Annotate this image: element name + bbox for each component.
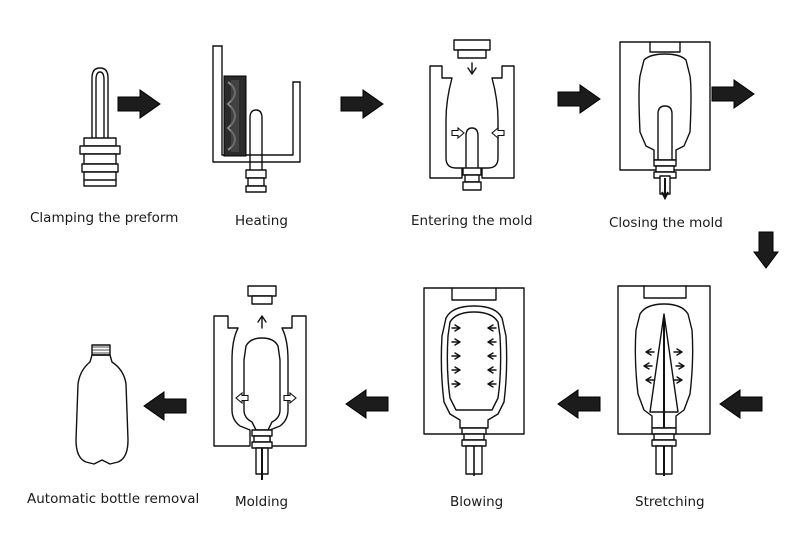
arrow-right-icon [711, 79, 755, 109]
step-label-clamping: Clamping the preform [30, 210, 179, 226]
step-bottle-removal-illustration [75, 344, 129, 465]
arrow-left-icon [345, 389, 389, 419]
step-label-molding: Molding [235, 494, 289, 510]
arrow-left-icon [143, 391, 187, 421]
arrow-right-icon [557, 84, 601, 114]
arrow-left-icon [719, 389, 763, 419]
step-label-bottle-removal: Automatic bottle removal [27, 491, 200, 507]
arrow-left-icon [557, 389, 601, 419]
step-label-stretching: Stretching [635, 494, 705, 510]
step-closing-mold-illustration [619, 41, 711, 201]
step-label-blowing: Blowing [450, 494, 504, 510]
arrow-down-icon [753, 231, 779, 269]
step-label-heating: Heating [235, 213, 288, 229]
step-molding-illustration [213, 285, 307, 480]
arrow-right-icon [340, 89, 384, 119]
step-entering-mold-illustration [429, 39, 515, 191]
step-label-entering-mold: Entering the mold [411, 213, 533, 229]
step-label-closing-mold: Closing the mold [609, 215, 723, 231]
step-heating-illustration [212, 45, 301, 193]
arrow-right-icon [117, 89, 161, 119]
step-clamping-preform-illustration [79, 67, 121, 187]
step-blowing-illustration [423, 287, 525, 476]
step-stretching-illustration [617, 285, 711, 476]
